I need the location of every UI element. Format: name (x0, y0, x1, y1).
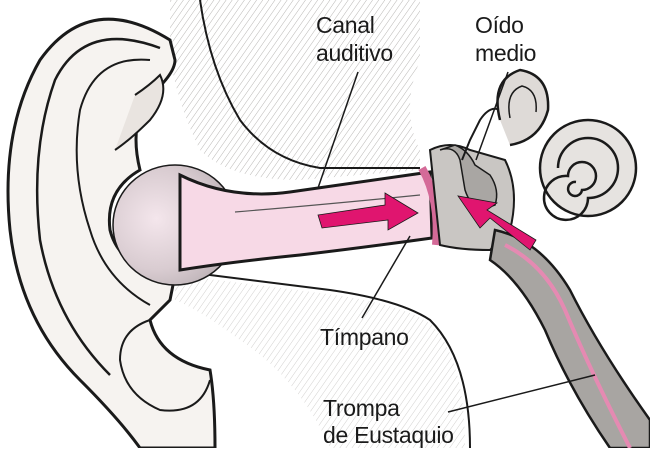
label-oido-line1: Oído (475, 12, 524, 38)
skull-surface (170, 0, 420, 180)
cochlea (540, 120, 636, 220)
label-timpano: Tímpano (320, 324, 409, 350)
label-canal-line1: Canal (316, 12, 375, 38)
eustachian-tube (490, 230, 650, 448)
label-oido-line2: medio (475, 40, 536, 66)
label-canal-line2: auditivo (316, 40, 393, 66)
label-trompa-line1: Trompa (323, 395, 400, 421)
leader-trompa (448, 375, 595, 412)
label-trompa-line2: de Eustaquio (323, 422, 454, 448)
